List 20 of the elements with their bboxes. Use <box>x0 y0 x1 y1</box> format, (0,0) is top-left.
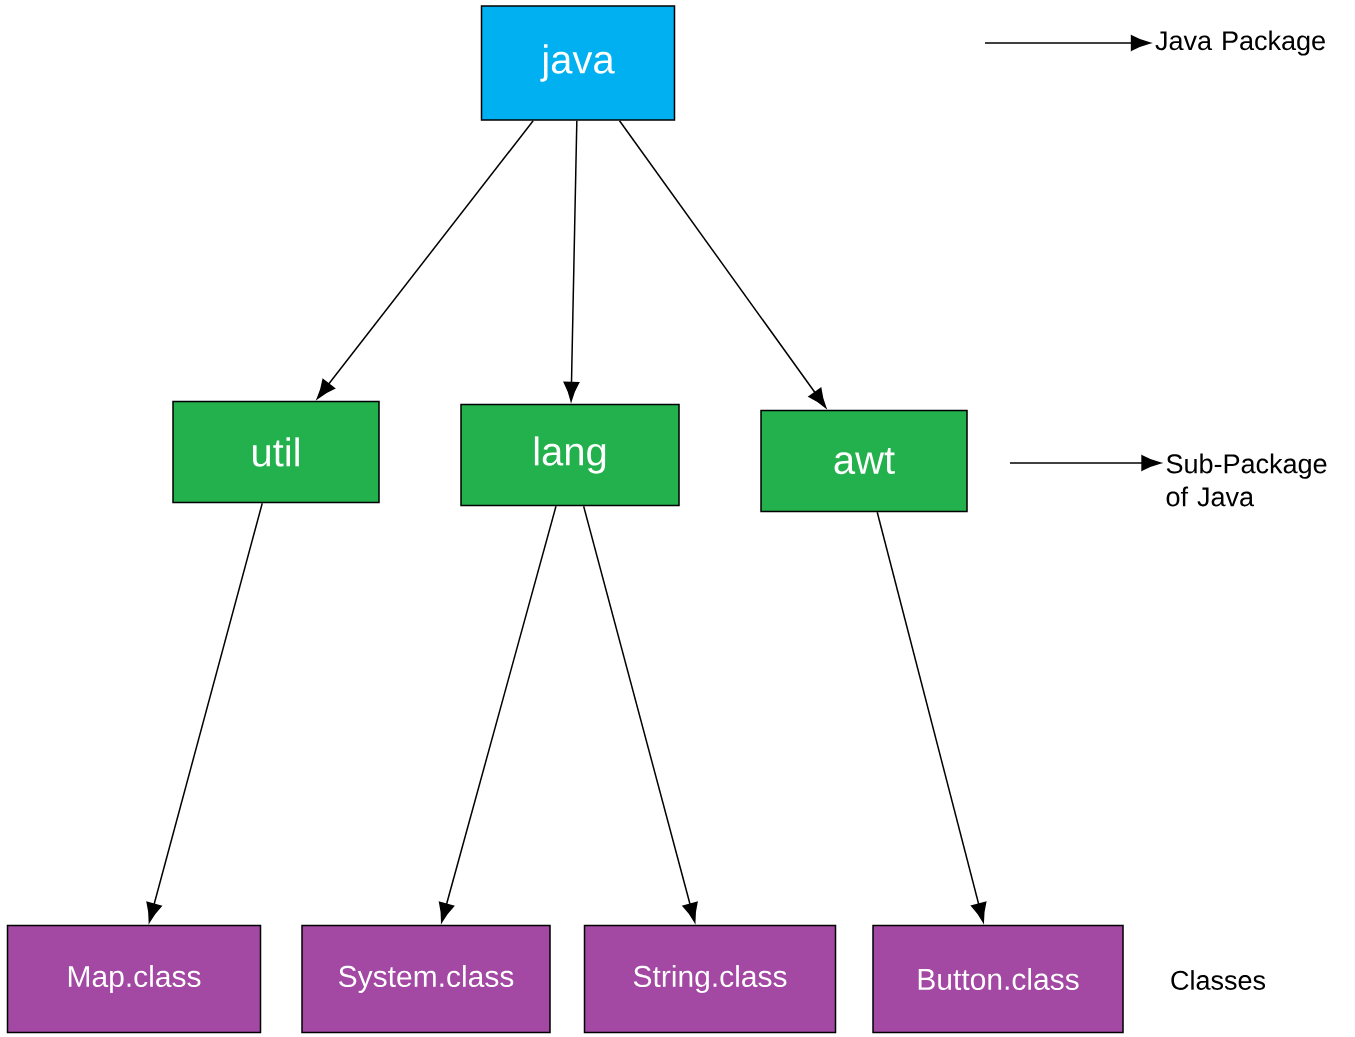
arrow <box>876 511 987 923</box>
legend-text: Classes <box>1171 970 1266 990</box>
class-box: System.class <box>301 924 551 1034</box>
class-box: Button.class <box>872 924 1124 1034</box>
arrow <box>1009 455 1162 471</box>
class-box: String.class <box>583 924 837 1034</box>
package-box: util <box>172 400 380 504</box>
arrow <box>984 35 1151 51</box>
arrow <box>618 120 827 409</box>
legend-text: Java Package <box>1155 30 1325 56</box>
package-box: java <box>480 5 676 121</box>
arrow <box>582 505 698 923</box>
legend-text: Sub-Package of Java <box>1166 453 1327 507</box>
arrow <box>146 502 263 923</box>
package-box: awt <box>760 409 968 513</box>
package-box: lang <box>460 403 680 507</box>
arrow <box>316 120 534 400</box>
class-box: Map.class <box>6 924 262 1034</box>
arrow <box>563 120 580 402</box>
arrow <box>438 505 557 923</box>
